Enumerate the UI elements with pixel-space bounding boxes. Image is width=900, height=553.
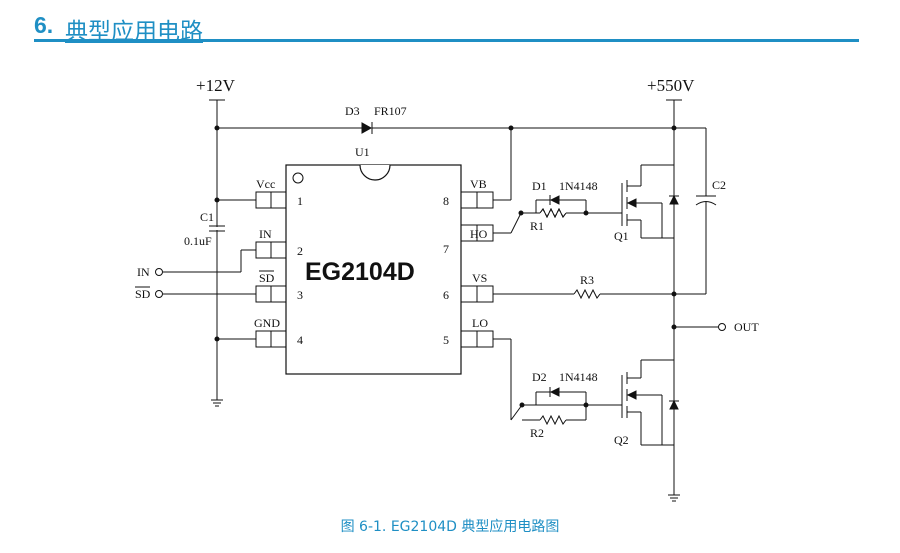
port-out-label: OUT	[734, 320, 759, 334]
d2-ref: D2	[532, 370, 547, 384]
c2-ref: C2	[712, 178, 726, 192]
pin-2	[255, 241, 287, 259]
section-heading: 6. 典型应用电路	[34, 8, 859, 45]
pin-name-vb: VB	[470, 177, 487, 191]
hv-label: +550V	[647, 76, 695, 95]
d1-part: 1N4148	[559, 179, 598, 193]
pin-name-sd: SD	[259, 271, 275, 285]
q2-mosfet	[621, 359, 674, 446]
port-out	[718, 323, 726, 331]
pin-num-8: 8	[443, 194, 449, 208]
heading-rule	[34, 39, 859, 42]
ic-notch	[359, 164, 391, 181]
q1-body-diode	[669, 194, 679, 205]
port-sd	[155, 290, 163, 298]
pin-num-6: 6	[443, 288, 449, 302]
ic-pin1-marker	[292, 172, 304, 184]
pin-num-1: 1	[297, 194, 303, 208]
pin-num-2: 2	[297, 244, 303, 258]
port-in	[155, 268, 163, 276]
q1-ref: Q1	[614, 229, 629, 243]
pin-name-in: IN	[259, 227, 272, 241]
pin-num-4: 4	[297, 333, 303, 347]
pin-4	[255, 330, 287, 348]
d2-part: 1N4148	[559, 370, 598, 384]
pin-8	[460, 191, 494, 209]
d1-diode	[549, 195, 560, 205]
d1-ref: D1	[532, 179, 547, 193]
r3-resistor	[573, 288, 601, 300]
ic-name: EG2104D	[305, 258, 415, 286]
figure-caption: 图 6-1. EG2104D 典型应用电路图	[340, 519, 560, 535]
q2-body-diode	[669, 399, 679, 410]
pin-name-lo: LO	[472, 316, 488, 330]
r2-ref: R2	[530, 426, 544, 440]
pin-1	[255, 191, 287, 209]
d2-diode	[549, 387, 560, 397]
pin-name-ho: HO	[470, 227, 488, 241]
r1-ref: R1	[530, 219, 544, 233]
vcc-label: +12V	[196, 76, 236, 95]
r3-ref: R3	[580, 273, 594, 287]
pin-6	[460, 285, 494, 303]
c1-ref: C1	[200, 210, 214, 224]
pin-name-vs: VS	[472, 271, 487, 285]
pin-name-gnd: GND	[254, 316, 280, 330]
d3-diode	[361, 122, 373, 134]
r2-resistor	[539, 414, 567, 426]
pin-3	[255, 285, 287, 303]
section-number: 6.	[34, 12, 54, 38]
ic-ref: U1	[355, 145, 370, 159]
d3-ref: D3	[345, 104, 360, 118]
d3-part: FR107	[374, 104, 407, 118]
pin-name-vcc: Vcc	[256, 177, 275, 191]
port-sd-label: SD	[135, 287, 151, 301]
pin-num-7: 7	[443, 242, 449, 256]
c1-value: 0.1uF	[184, 234, 212, 248]
q1-mosfet	[593, 164, 674, 239]
pin-5	[460, 330, 494, 348]
pin-num-5: 5	[443, 333, 449, 347]
port-in-label: IN	[137, 265, 150, 279]
q2-ref: Q2	[614, 433, 629, 447]
pin-num-3: 3	[297, 288, 303, 302]
